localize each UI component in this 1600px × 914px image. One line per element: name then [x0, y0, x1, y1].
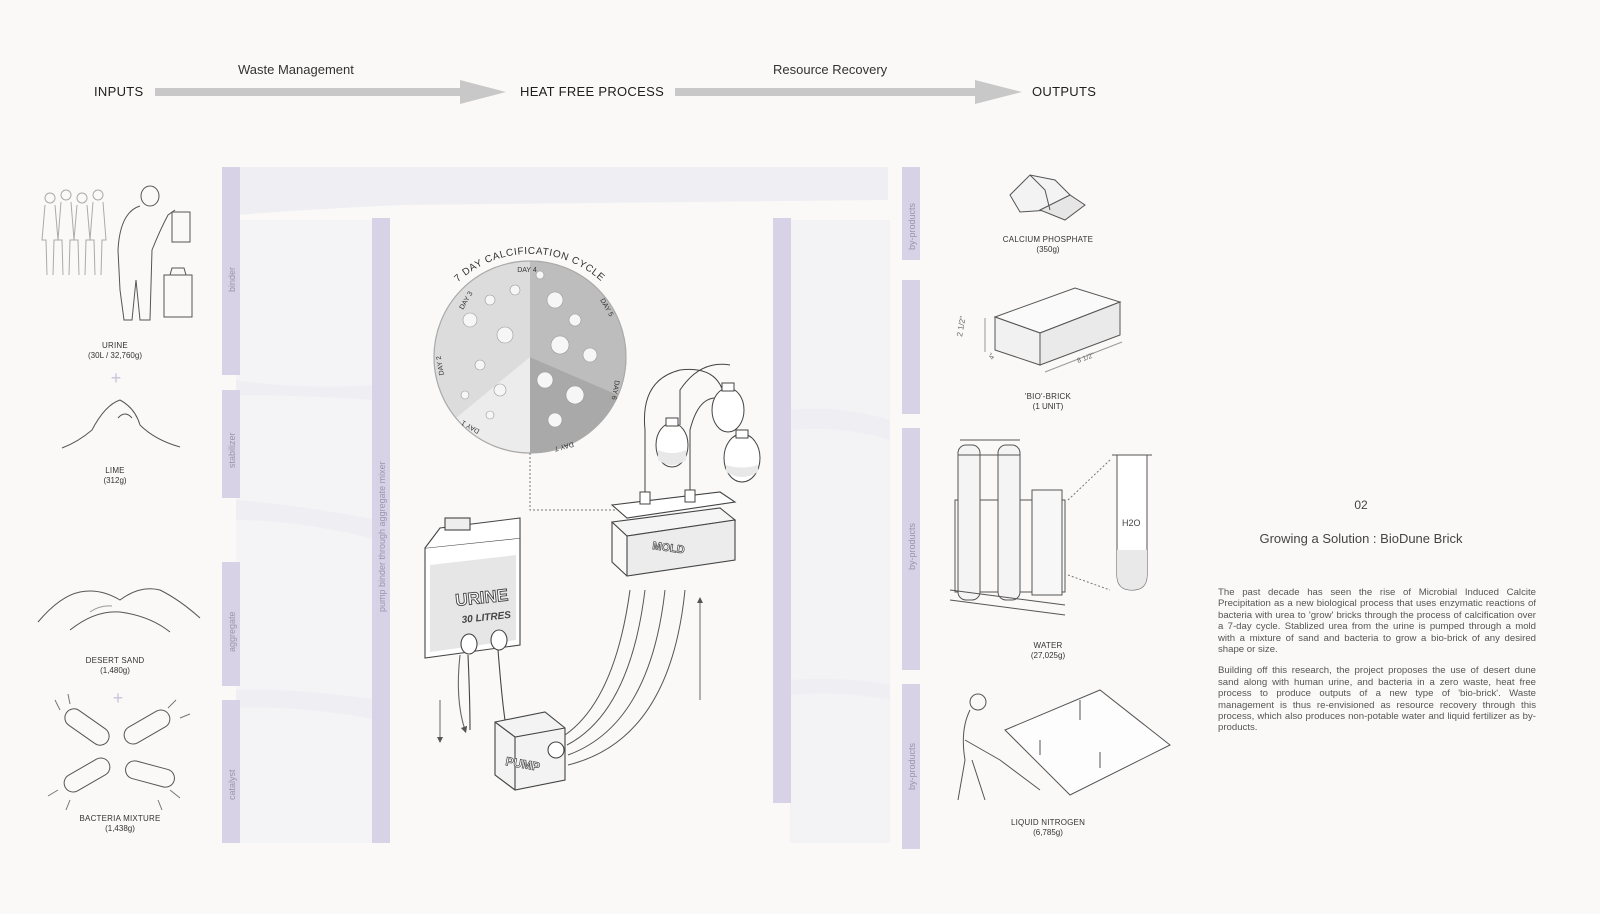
resource-recovery-label: Resource Recovery	[773, 62, 888, 77]
calcium-phosphate-illustration	[1009, 174, 1086, 221]
output-bars	[773, 167, 920, 849]
input-amount: (30L / 32,760g)	[88, 351, 142, 360]
waste-management-label: Waste Management	[238, 62, 354, 77]
byproducts-label-1: by-products	[907, 202, 917, 250]
urine-container	[424, 517, 521, 734]
input-bars	[222, 167, 390, 843]
output-name: 'BIO'-BRICK	[1024, 392, 1072, 401]
input-lime-caption: LIME (312g)	[103, 466, 126, 486]
catalyst-label: catalyst	[227, 769, 237, 800]
input-name: DESERT SAND	[85, 656, 145, 665]
input-amount: (312g)	[103, 476, 127, 485]
pump-tubes	[437, 589, 703, 766]
mold	[610, 491, 737, 577]
input-amount: (1,438g)	[105, 824, 135, 833]
plus-sign: +	[112, 688, 124, 708]
input-name: BACTERIA MIXTURE	[79, 814, 161, 823]
desert-sand-illustration	[37, 588, 201, 633]
input-name: URINE	[102, 341, 128, 350]
output-name: WATER	[1033, 641, 1063, 650]
flask-bottles	[639, 363, 761, 505]
section-title: Growing a Solution : BioDune Brick	[1259, 531, 1463, 546]
output-bio-brick-caption: 'BIO'-BRICK (1 UNIT)	[1025, 392, 1071, 412]
water-test-tube	[1112, 454, 1152, 591]
stabilizer-label: stabilizer	[227, 432, 237, 468]
liquid-nitrogen-illustration	[957, 689, 1171, 801]
resource-recovery-arrow	[675, 80, 1022, 104]
input-amount: (1,480g)	[100, 666, 130, 675]
binder-label: binder	[227, 266, 237, 292]
output-water-caption: WATER (27,025g)	[1031, 641, 1065, 661]
inputs-heading: INPUTS	[94, 84, 144, 99]
lime-illustration	[61, 399, 181, 449]
water-filter-illustration	[949, 439, 1111, 616]
outputs-heading: OUTPUTS	[1032, 84, 1097, 99]
body-paragraph: The past decade has seen the rise of Mic…	[1218, 587, 1536, 656]
input-urine-caption: URINE (30L / 32,760g)	[88, 341, 142, 361]
pump-binder-label: pump binder through aggregate mixer	[377, 461, 387, 612]
byproducts-label-3: by-products	[907, 742, 917, 790]
flow-bands	[236, 165, 890, 843]
section-body: The past decade has seen the rise of Mic…	[1218, 587, 1536, 744]
output-calcium-phosphate-caption: CALCIUM PHOSPHATE (350g)	[1003, 235, 1093, 255]
input-name: LIME	[105, 466, 125, 475]
bacteria-illustration	[47, 693, 191, 811]
aggregate-label: aggregate	[227, 611, 237, 652]
output-name: CALCIUM PHOSPHATE	[1002, 235, 1094, 244]
section-number: 02	[1354, 498, 1368, 512]
output-name: LIQUID NITROGEN	[1010, 818, 1086, 827]
bio-brick-illustration	[984, 287, 1123, 373]
input-bacteria-caption: BACTERIA MIXTURE (1,438g)	[80, 814, 161, 834]
body-paragraph: Building off this research, the project …	[1218, 665, 1536, 734]
output-amount: (6,785g)	[1033, 828, 1063, 837]
output-amount: (27,025g)	[1030, 651, 1066, 660]
calcification-cycle	[433, 260, 627, 511]
waste-management-arrow	[155, 80, 506, 104]
byproducts-label-2: by-products	[907, 522, 917, 570]
flow-arrows	[155, 80, 1022, 104]
urine-illustration	[41, 185, 193, 321]
heat-free-process-heading: HEAT FREE PROCESS	[520, 84, 665, 99]
output-amount: (350g)	[1036, 245, 1060, 254]
output-amount: (1 UNIT)	[1032, 402, 1064, 411]
input-desert-sand-caption: DESERT SAND (1,480g)	[86, 656, 145, 676]
plus-sign: +	[110, 368, 122, 388]
output-liquid-nitrogen-caption: LIQUID NITROGEN (6,785g)	[1011, 818, 1085, 838]
pump	[494, 711, 566, 791]
